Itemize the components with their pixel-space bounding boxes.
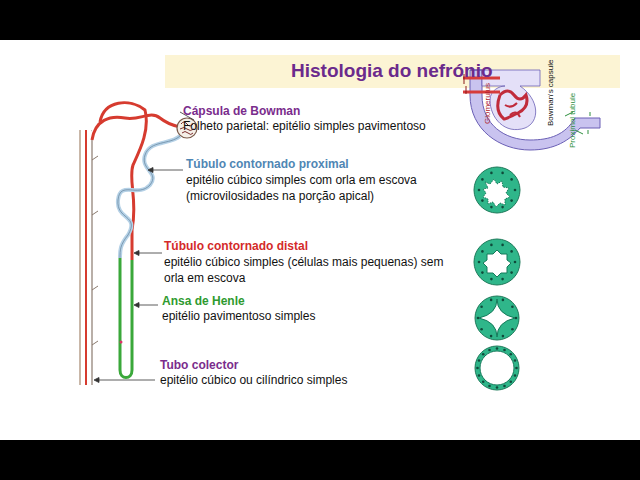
nucleus-dot xyxy=(481,271,484,274)
nucleus-dot xyxy=(502,335,505,338)
nucleus-dot xyxy=(478,374,481,377)
nucleus-dot xyxy=(511,328,514,331)
rotated-label: Glomerulus xyxy=(483,83,492,124)
nucleus-dot xyxy=(481,250,484,253)
nucleus-dot xyxy=(490,278,493,281)
label-body: epitélio cúbico simples (células mais pe… xyxy=(164,254,446,286)
cross-sections xyxy=(474,167,520,390)
label-heading: Cápsula de Bowman xyxy=(183,103,300,119)
nucleus-dot xyxy=(511,306,514,309)
nucleus-dot xyxy=(496,386,499,389)
label-heading: Túbulo contornado distal xyxy=(164,238,308,254)
distal-tubule-outline xyxy=(92,115,183,140)
nucleus-dot xyxy=(510,381,513,384)
nucleus-dot xyxy=(510,199,513,202)
rotated-label: Proximal tubule xyxy=(568,93,577,148)
nucleus-dot xyxy=(501,244,504,247)
top-bar xyxy=(0,0,640,40)
nucleus-dot xyxy=(514,359,517,362)
label-body: Folheto parietal: epitélio simples pavim… xyxy=(183,118,426,134)
nucleus-dot xyxy=(510,178,513,181)
nucleus-dot xyxy=(480,306,483,309)
nucleus-dot xyxy=(478,359,481,362)
nucleus-dot xyxy=(488,385,491,388)
nucleus-dot xyxy=(501,206,504,209)
nucleus-dot xyxy=(481,199,484,202)
nucleus-dot xyxy=(496,347,499,350)
nucleus-dot xyxy=(482,353,485,356)
nucleus-dot xyxy=(510,250,513,253)
nucleus-dot xyxy=(476,367,479,370)
label-body: epitélio cúbico ou cilíndrico simples xyxy=(160,372,347,388)
nucleus-dot xyxy=(480,328,483,331)
nucleus-dot xyxy=(515,367,518,370)
nucleus-dot xyxy=(515,317,518,320)
nucleus-dot xyxy=(478,261,481,264)
nucleus-dot xyxy=(478,189,481,192)
collecting-duct xyxy=(80,130,98,385)
nucleus-dot xyxy=(490,172,493,175)
nucleus-dot xyxy=(510,353,513,356)
nucleus-dot xyxy=(510,271,513,274)
nucleus-dot xyxy=(490,206,493,209)
label-heading: Ansa de Henle xyxy=(162,293,245,309)
label-body: epitélio cúbico simples com orla em esco… xyxy=(186,172,448,204)
label-body: epitélio pavimentoso simples xyxy=(162,308,315,324)
nucleus-dot xyxy=(477,317,480,320)
distal-convolution xyxy=(100,103,146,260)
nucleus-dot xyxy=(490,335,493,338)
renal-corpuscle xyxy=(463,70,600,150)
nucleus-dot xyxy=(490,244,493,247)
nucleus-dot xyxy=(488,349,491,352)
label-heading: Tubo colector xyxy=(160,357,238,373)
loop-of-henle xyxy=(120,258,132,378)
nucleus-dot xyxy=(482,381,485,384)
label-heading: Túbulo contornado proximal xyxy=(186,156,349,172)
bottom-bar xyxy=(0,440,640,480)
nucleus-dot xyxy=(502,299,505,302)
nucleus-dot xyxy=(501,278,504,281)
rotated-label: Bowman's capsule xyxy=(546,60,555,126)
nucleus-dot xyxy=(503,385,506,388)
distal-tubule xyxy=(92,115,183,140)
slide-title: Histologia do nefrónio xyxy=(291,60,493,82)
nucleus-dot xyxy=(514,261,517,264)
nucleus-dot xyxy=(503,349,506,352)
pointer-dot xyxy=(120,341,123,344)
nucleus-dot xyxy=(481,178,484,181)
nucleus-dot xyxy=(501,172,504,175)
nucleus-dot xyxy=(514,189,517,192)
nucleus-dot xyxy=(514,374,517,377)
nucleus-dot xyxy=(490,299,493,302)
